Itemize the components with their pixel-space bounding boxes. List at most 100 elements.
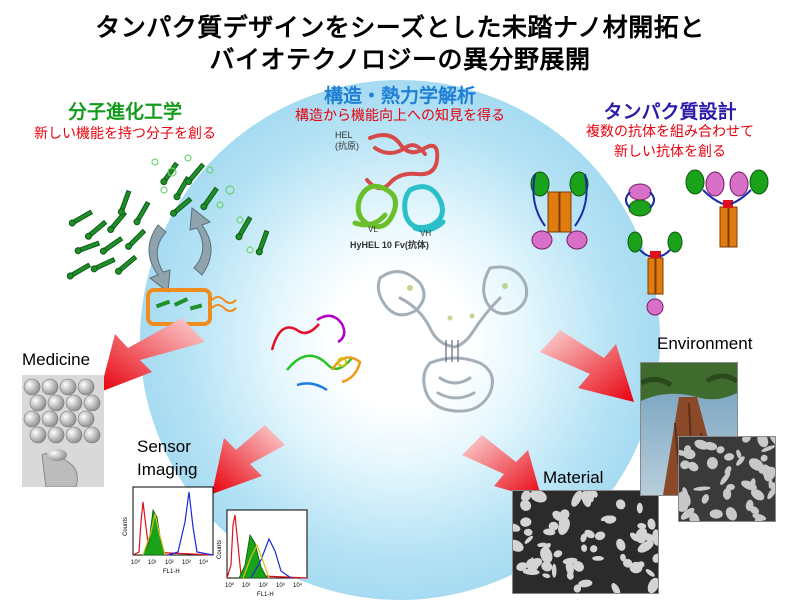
particle [566,571,574,580]
flow-histogram-2: Counts 10⁰ 10¹ 10² 10³ 10⁴ FL1-H [217,509,308,598]
particle [767,487,775,500]
particle [637,523,647,530]
particle [652,529,658,546]
design-description-line-2: 新しい抗体を創る [614,144,726,160]
particle [565,559,574,576]
particle [523,528,533,536]
structure-heading: 構造・熱力学解析 [323,85,476,107]
particle [520,494,530,502]
particle [537,542,547,547]
medicine-label: Medicine [22,350,91,369]
igg-structure-illustration [376,265,529,413]
antibody-design-illustration [530,169,769,316]
particle [620,553,626,562]
particle [679,490,691,507]
histogram-1-tick-2: 10² [165,560,174,566]
pill [83,394,101,412]
pill [41,410,59,428]
arrow-to-sensor [212,425,285,494]
antibody-2 [625,183,655,217]
particle [513,539,524,552]
particle [524,535,533,544]
phage [68,209,94,227]
phage [133,200,151,226]
page-title-line-2: バイオテクノロジーの異分野展開 [209,45,591,74]
particle [639,545,646,553]
particle [553,550,563,558]
histogram-1-tick-4: 10⁴ [199,559,209,566]
particle [647,577,658,593]
pill [77,378,95,396]
pill [59,378,77,396]
particle [516,562,528,571]
particle [541,561,553,572]
arrow-to-medicine [100,318,205,392]
cycle-arrow-right [189,207,212,276]
particle [551,563,557,578]
histogram-2-tick-4: 10⁴ [293,582,303,589]
evolution-heading: 分子進化工学 [67,101,182,123]
particle [600,515,611,522]
particle [629,561,643,574]
pill [29,426,47,444]
particle [767,437,775,445]
particle [590,545,598,553]
phage [66,262,92,280]
histogram-2-tick-2: 10² [259,583,268,589]
phage [235,215,253,241]
pill [65,394,83,412]
histogram-1-tick-1: 10¹ [148,560,157,566]
pill [47,426,65,444]
antibody-3 [685,169,769,248]
particle [647,518,656,530]
particle [736,449,742,459]
cell-flagella [211,296,237,312]
phage [114,254,138,275]
pill [23,378,41,396]
particle [558,517,570,535]
particle [639,532,656,542]
particle [726,483,735,491]
particle [693,486,711,491]
particle [533,491,540,498]
flow-histogram-1: Counts 10⁰ 10¹ 10² 10³ 10⁴ FL1-H [123,486,214,575]
particle [680,460,690,470]
material-sem-image [512,490,659,594]
particle [750,489,765,501]
particle [703,441,718,451]
particle [520,517,532,527]
phage [74,240,101,255]
hel-antigen-ribbon [365,133,440,191]
particle [594,531,606,541]
particle [513,523,521,532]
phage [160,161,179,186]
vl-ribbon [352,183,398,230]
particle [616,538,626,551]
phage [99,236,124,255]
particle [742,437,751,443]
pill [65,426,83,444]
particle [757,437,769,448]
environment-sem-image [678,436,776,522]
arrow-to-material [462,435,542,500]
molecular-evolution-illustration [66,154,270,326]
particle [736,456,745,466]
particle [622,558,633,568]
pill [83,426,101,444]
particle [720,471,731,485]
histogram-1-tick-0: 10⁰ [131,559,141,566]
pill [59,410,77,428]
cell-phages [155,297,203,311]
particle [552,510,564,521]
histogram-1-ylabel: Counts [123,517,129,536]
sensor-label: Sensor [137,437,191,456]
environment-label: Environment [657,334,753,353]
particle [701,494,709,504]
particle [616,499,626,510]
particle [725,507,737,521]
particle [768,479,773,489]
histogram-2-ylabel: Counts [217,540,223,559]
antibody-1 [530,171,589,250]
design-heading: タンパク質設計 [603,101,737,123]
